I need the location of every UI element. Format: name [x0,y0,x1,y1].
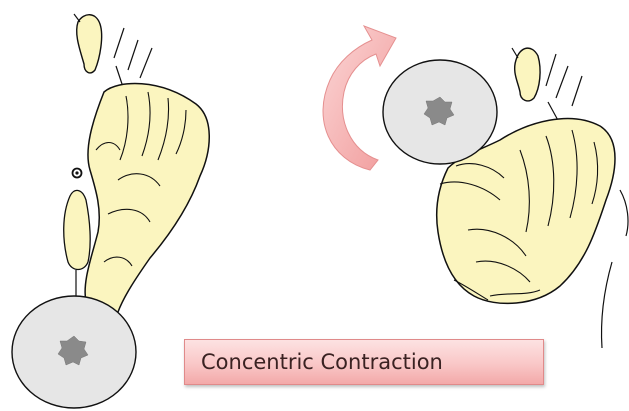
left-forearm-bone [64,190,90,269]
flexed-arm [383,48,628,348]
weight-plate-icon [383,60,497,164]
weight-plate-icon [12,296,136,408]
right-shoulder-bone [515,48,540,101]
extended-arm [12,14,209,408]
contraction-label: Concentric Contraction [201,350,443,374]
contraction-label-box: Concentric Contraction [184,339,544,385]
left-biceps [85,83,209,314]
left-shoulder-bone [77,15,102,73]
